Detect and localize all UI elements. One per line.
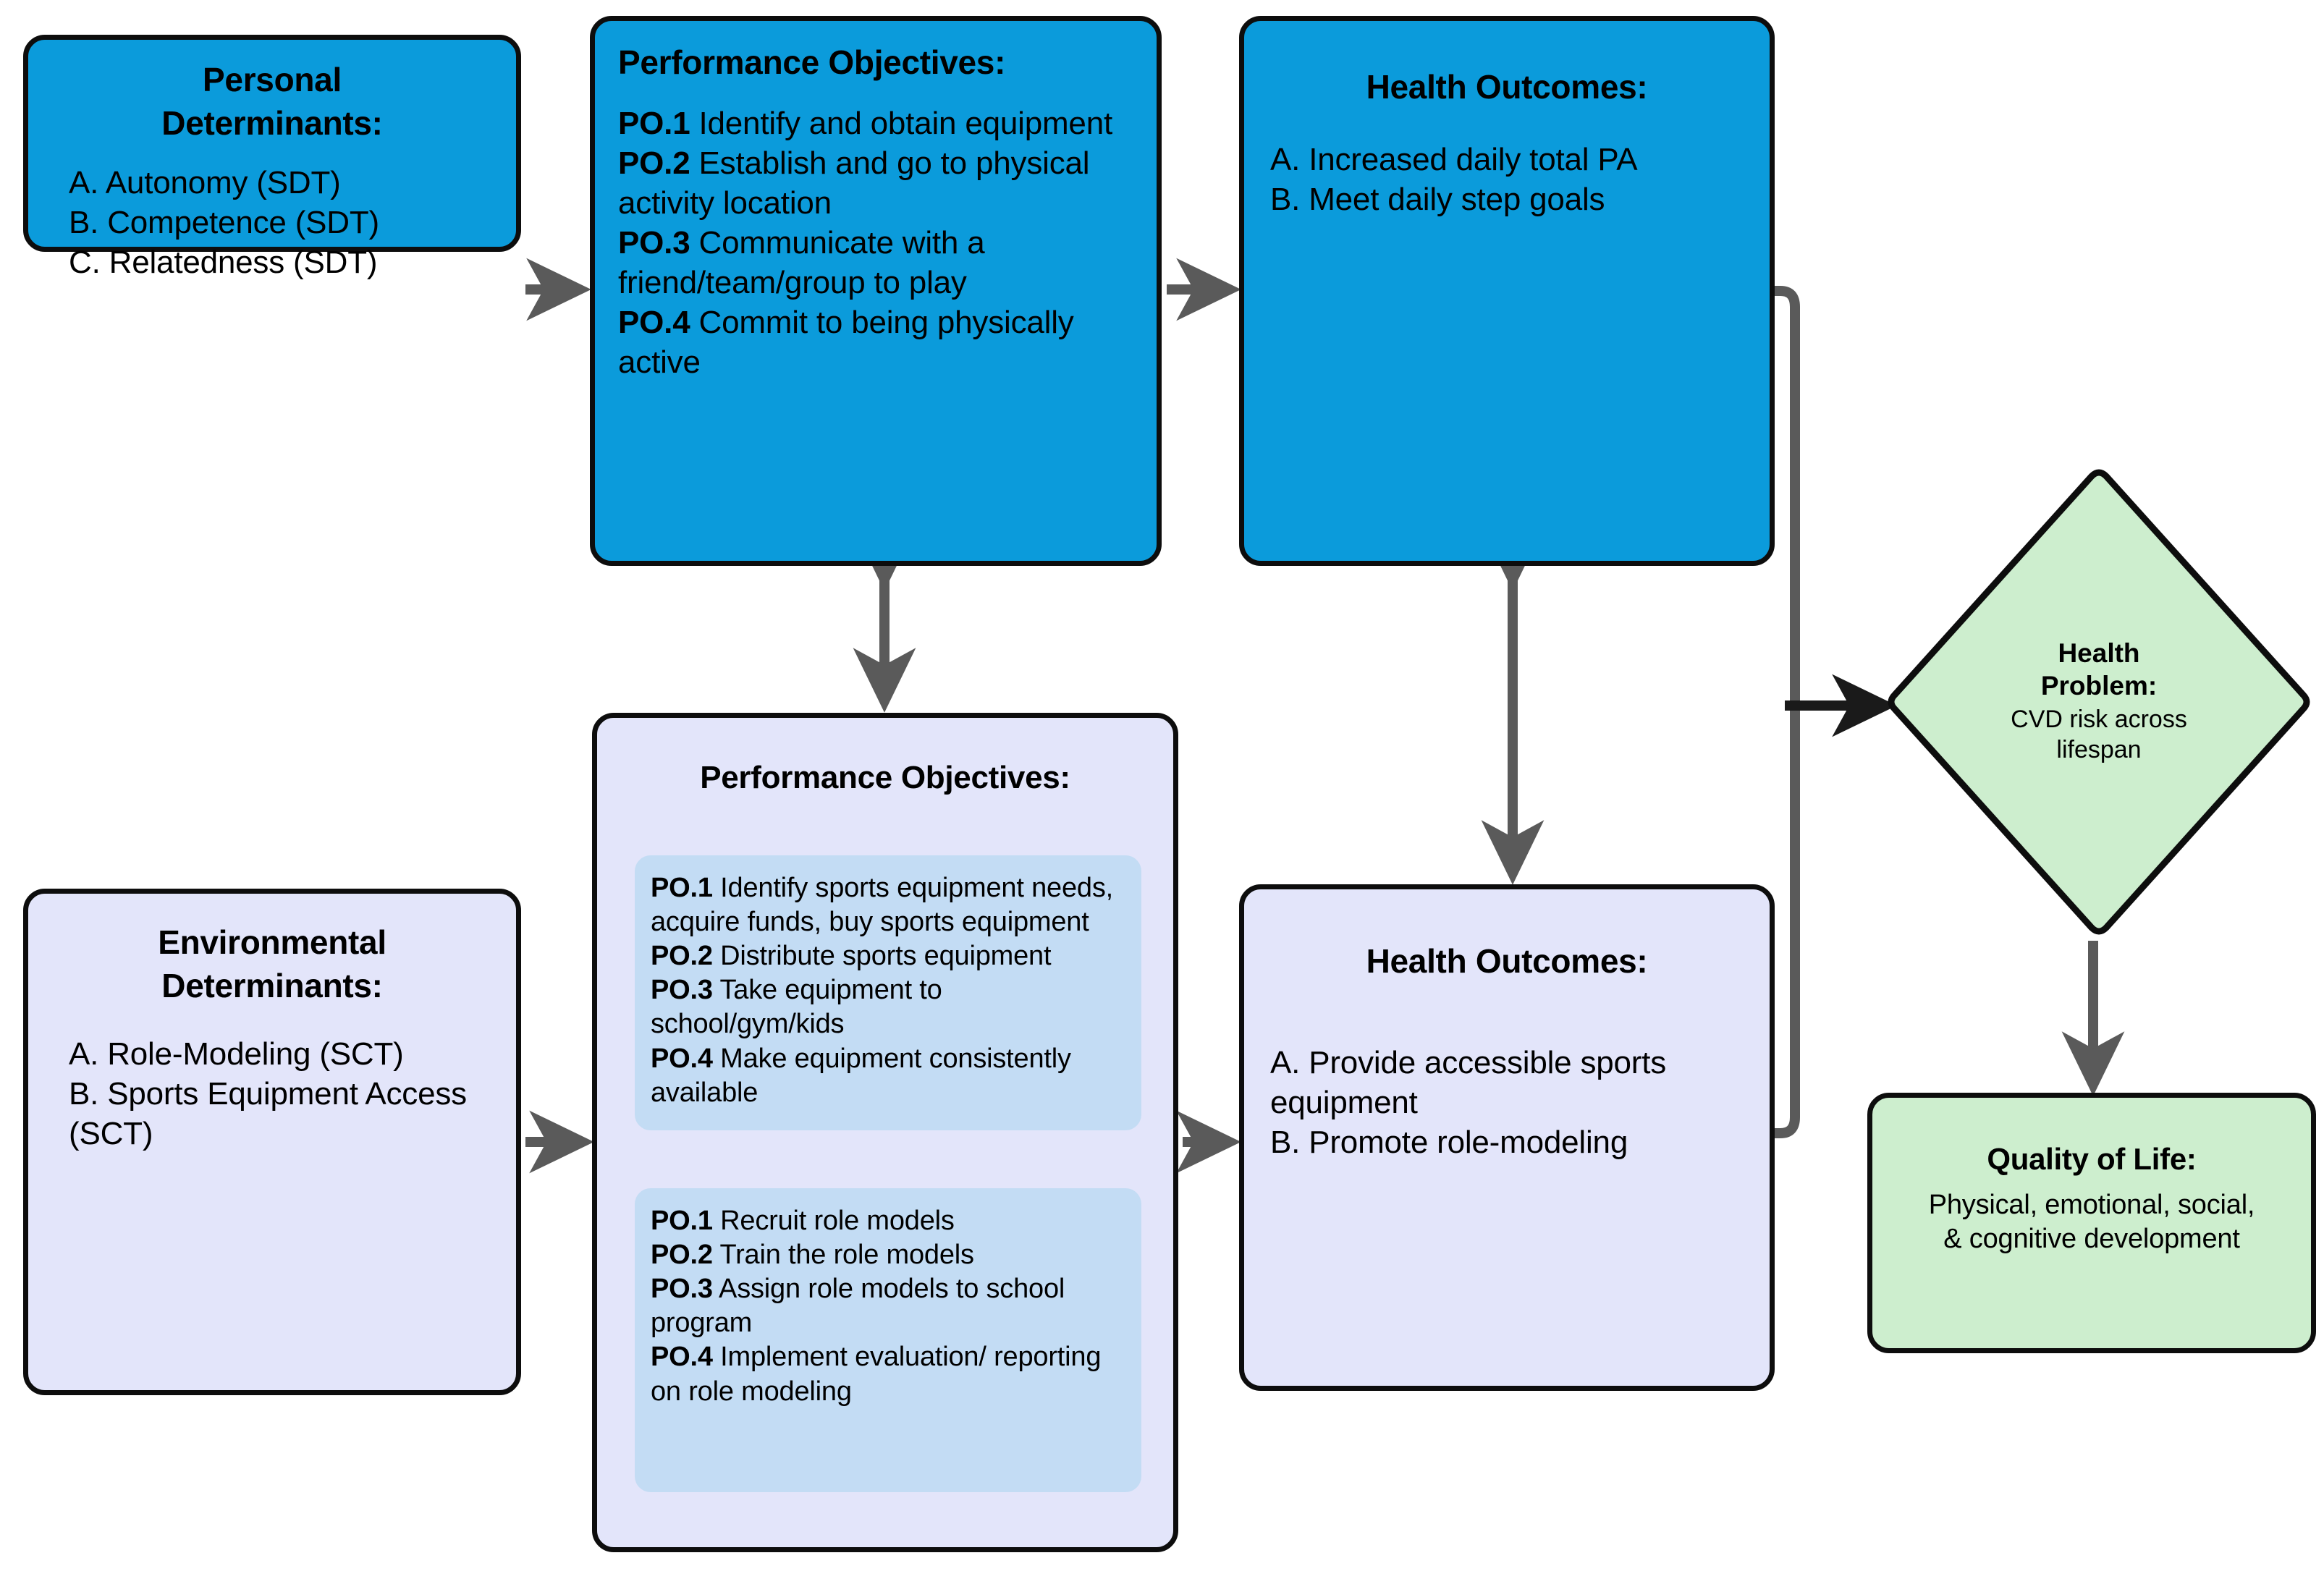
po-environmental-equipment-list: PO.1 Identify sports equipment needs, ac…: [651, 871, 1125, 1110]
po-item-text: Assign role models to school program: [651, 1274, 1065, 1339]
node-po-personal[interactable]: Performance Objectives: PO.1 Identify an…: [590, 16, 1162, 566]
personal-determinants-title: Personal Determinants:: [161, 61, 383, 142]
environmental-determinants-title: Environmental Determinants:: [158, 923, 386, 1004]
po-item: PO.3 Assign role models to school progra…: [651, 1272, 1125, 1340]
po-item-label: PO.3: [651, 1274, 713, 1305]
po-item-label: PO.3: [618, 224, 690, 261]
po-item: PO.4 Commit to being physically active: [618, 302, 1139, 382]
po-item: PO.3 Take equipment to school/gym/kids: [651, 973, 1125, 1041]
ho-environmental-title: Health Outcomes:: [1366, 942, 1648, 980]
po-item-label: PO.3: [651, 975, 713, 1006]
po-item: PO.3 Communicate with a friend/team/grou…: [618, 223, 1139, 302]
health-problem-subtitle: CVD risk across lifespan: [2011, 706, 2187, 763]
po-item: PO.2 Train the role models: [651, 1238, 1125, 1272]
node-ho-environmental[interactable]: Health Outcomes: A. Provide accessible s…: [1239, 884, 1775, 1391]
personal-determinants-items: A. Autonomy (SDT) B. Competence (SDT) C.…: [69, 164, 380, 280]
quality-of-life-title: Quality of Life:: [1987, 1142, 2197, 1176]
po-item: PO.2 Establish and go to physical activi…: [618, 143, 1139, 223]
po-item-label: PO.4: [651, 1342, 713, 1373]
po-item-label: PO.2: [618, 145, 690, 181]
po-item: PO.4 Implement evaluation/ reporting on …: [651, 1340, 1125, 1408]
node-health-problem[interactable]: Health Problem: CVD risk across lifespan: [1882, 463, 2316, 941]
node-environmental-determinants[interactable]: Environmental Determinants: A. Role-Mode…: [23, 889, 521, 1395]
po-item-text: Recruit role models: [712, 1206, 955, 1236]
po-item-text: Distribute sports equipment: [712, 941, 1052, 972]
po-item-text: Take equipment to school/gym/kids: [651, 975, 942, 1040]
po-item-text: Identify sports equipment needs, acquire…: [651, 873, 1113, 938]
po-item: PO.1 Recruit role models: [651, 1204, 1125, 1238]
po-item-label: PO.2: [651, 1240, 713, 1271]
po-item-text: Establish and go to physical activity lo…: [618, 145, 1090, 221]
node-personal-determinants[interactable]: Personal Determinants: A. Autonomy (SDT)…: [23, 35, 521, 280]
po-item: PO.2 Distribute sports equipment: [651, 939, 1125, 973]
po-item-text: Make equipment consistently available: [651, 1043, 1071, 1108]
po-item: PO.4 Make equipment consistently availab…: [651, 1042, 1125, 1110]
po-environmental-card-equipment[interactable]: PO.1 Identify sports equipment needs, ac…: [635, 855, 1141, 1130]
po-item-text: Train the role models: [712, 1240, 974, 1271]
health-problem-title: Health Problem:: [2040, 638, 2158, 701]
po-item-label: PO.2: [651, 941, 713, 972]
po-item-label: PO.1: [651, 873, 713, 903]
po-item: PO.1 Identify and obtain equipment: [618, 103, 1139, 143]
po-item-label: PO.1: [651, 1206, 713, 1236]
quality-of-life-subtitle: Physical, emotional, social, & cognitive…: [1928, 1189, 2255, 1255]
po-item-label: PO.4: [651, 1043, 713, 1074]
po-personal-title: Performance Objectives:: [618, 43, 1006, 81]
node-quality-of-life[interactable]: Quality of Life: Physical, emotional, so…: [1867, 1093, 2316, 1353]
po-item-text: Communicate with a friend/team/group to …: [618, 224, 985, 300]
po-item-label: PO.1: [618, 105, 690, 141]
po-environmental-title: Performance Objectives:: [700, 760, 1070, 795]
po-item: PO.1 Identify sports equipment needs, ac…: [651, 871, 1125, 939]
environmental-determinants-items: A. Role-Modeling (SCT) B. Sports Equipme…: [69, 1036, 467, 1151]
node-po-environmental[interactable]: Performance Objectives: PO.1 Identify sp…: [592, 713, 1178, 1552]
node-ho-personal[interactable]: Health Outcomes: A. Increased daily tota…: [1239, 16, 1775, 566]
ho-environmental-items: A. Provide accessible sports equipment B…: [1270, 1044, 1667, 1160]
po-item-label: PO.4: [618, 304, 690, 340]
connector-ho-environmental-to-health-problem: [1775, 674, 1897, 1138]
po-item-text: Identify and obtain equipment: [690, 105, 1113, 141]
ho-personal-items: A. Increased daily total PA B. Meet dail…: [1270, 141, 1638, 217]
po-item-text: Implement evaluation/ reporting on role …: [651, 1342, 1102, 1407]
ho-personal-title: Health Outcomes:: [1366, 68, 1648, 106]
po-item-text: Commit to being physically active: [618, 304, 1074, 380]
connector-ho-personal-to-health-problem: [1775, 286, 1800, 706]
